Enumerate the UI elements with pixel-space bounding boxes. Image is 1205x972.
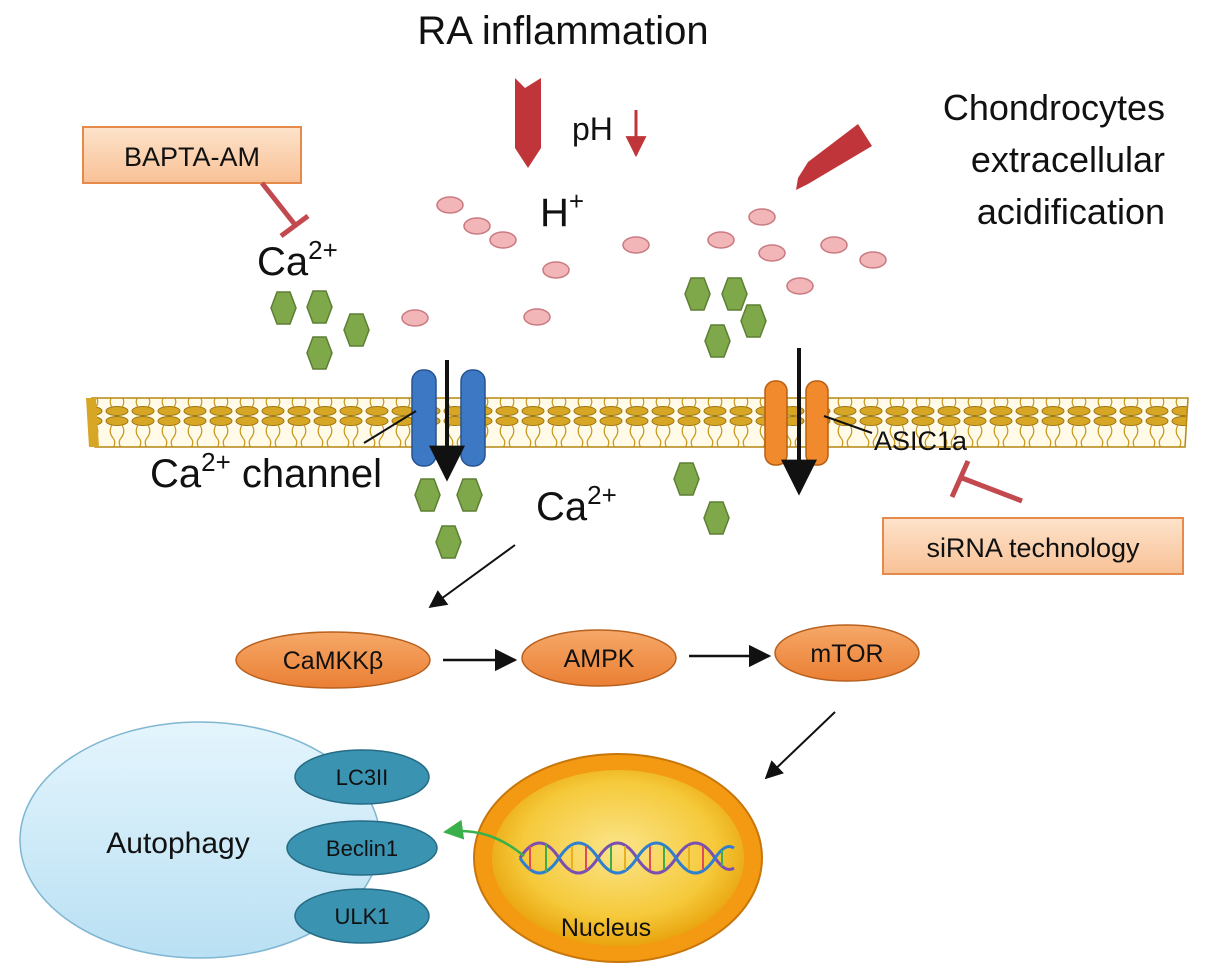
proton xyxy=(436,196,464,214)
proton xyxy=(758,244,786,262)
calcium-ion xyxy=(306,336,333,370)
asic1a-right-subunit xyxy=(805,380,829,466)
chondrocytes-line-2: extracellular xyxy=(971,139,1165,180)
signaling-pathway: CaMKKβ AMPK mTOR xyxy=(235,624,920,689)
bapta-label: BAPTA-AM xyxy=(124,142,260,172)
calcium-label-intracellular: Ca2+ xyxy=(536,480,617,529)
calcium-ion xyxy=(343,313,370,347)
mtor-node xyxy=(774,624,920,682)
asic1a-label: ASIC1a xyxy=(874,426,968,456)
bapta-inhibitor: BAPTA-AM xyxy=(82,126,310,239)
calcium-ion xyxy=(456,478,483,512)
proton xyxy=(401,309,429,327)
calcium-ion xyxy=(684,277,711,311)
proton xyxy=(707,231,735,249)
calcium-ion xyxy=(703,501,730,535)
ampk-label: AMPK xyxy=(564,645,635,673)
dna-helix-icon xyxy=(518,841,735,875)
proton xyxy=(859,251,887,269)
membrane-left-edge xyxy=(86,398,99,447)
calcium-ion xyxy=(435,525,462,559)
camkkb-label: CaMKKβ xyxy=(283,647,384,675)
proton xyxy=(820,236,848,254)
calcium-channel xyxy=(411,360,486,482)
sirna-label: siRNA technology xyxy=(926,533,1140,563)
bapta-box xyxy=(82,126,302,184)
ulk1-label: ULK1 xyxy=(334,904,389,929)
sirna-inhibit-bar xyxy=(949,459,971,499)
calcium-ion xyxy=(270,291,297,325)
proton xyxy=(542,261,570,279)
beclin1-label: Beclin1 xyxy=(326,836,398,861)
calcium-group xyxy=(270,277,767,559)
asic1a-left-subunit xyxy=(764,380,788,466)
inflammation-arrow xyxy=(515,78,541,168)
proton xyxy=(786,277,814,295)
chondrocytes-line-1: Chondrocytes xyxy=(943,87,1165,128)
ph-label: pH xyxy=(572,111,613,147)
chondrocytes-line-3: acidification xyxy=(977,191,1165,232)
calcium-label-extracellular: Ca2+ xyxy=(257,235,338,284)
mtor-label: mTOR xyxy=(810,640,883,668)
proton xyxy=(622,236,650,254)
ulk1-marker xyxy=(294,888,430,944)
diagram-title: RA inflammation xyxy=(417,9,708,53)
asic1a-pointer xyxy=(823,415,873,434)
calcium-channel-label: Ca2+ channel xyxy=(150,447,382,496)
dna-to-beclin1-arrow xyxy=(443,819,525,857)
calcium-ion xyxy=(673,462,700,496)
nucleus-interior xyxy=(492,770,744,946)
lc3ii-label: LC3II xyxy=(336,765,389,790)
proton-group xyxy=(401,196,887,327)
sirna-box xyxy=(882,517,1184,575)
calcium-ion xyxy=(414,478,441,512)
calcium-channel-pointer xyxy=(363,410,417,444)
autophagosome: Autophagy LC3II Beclin1 ULK1 xyxy=(19,721,438,959)
calcium-ion xyxy=(740,304,767,338)
bapta-inhibit-line xyxy=(260,181,298,228)
proton-label: H+ xyxy=(540,186,584,235)
acidification-arrow xyxy=(796,124,872,190)
proton xyxy=(523,308,551,326)
membrane-bilayer xyxy=(91,397,1189,448)
proton xyxy=(463,217,491,235)
sirna-inhibitor: siRNA technology xyxy=(882,459,1184,575)
beclin1-marker xyxy=(286,820,438,876)
calcium-channel-right-subunit xyxy=(460,369,486,467)
calcium-ion xyxy=(721,277,748,311)
proton xyxy=(748,208,776,226)
calcium-channel-left-subunit xyxy=(411,369,437,467)
calcium-ion xyxy=(704,324,731,358)
cell-membrane xyxy=(86,397,1189,448)
proton xyxy=(489,231,517,249)
calcium-ion xyxy=(306,290,333,324)
nucleus: Nucleus xyxy=(473,753,763,963)
ampk-node xyxy=(521,629,677,687)
nucleus-label: Nucleus xyxy=(561,914,651,942)
sirna-inhibit-line xyxy=(961,475,1023,504)
autophagy-label: Autophagy xyxy=(106,827,249,860)
mtor-to-nucleus-arrow xyxy=(764,711,836,780)
asic1a-channel xyxy=(764,348,829,496)
calcium-to-camkk-arrow xyxy=(428,544,516,609)
bapta-inhibit-bar xyxy=(279,213,310,239)
lc3ii-marker xyxy=(294,749,430,805)
camkkb-node xyxy=(235,631,431,689)
